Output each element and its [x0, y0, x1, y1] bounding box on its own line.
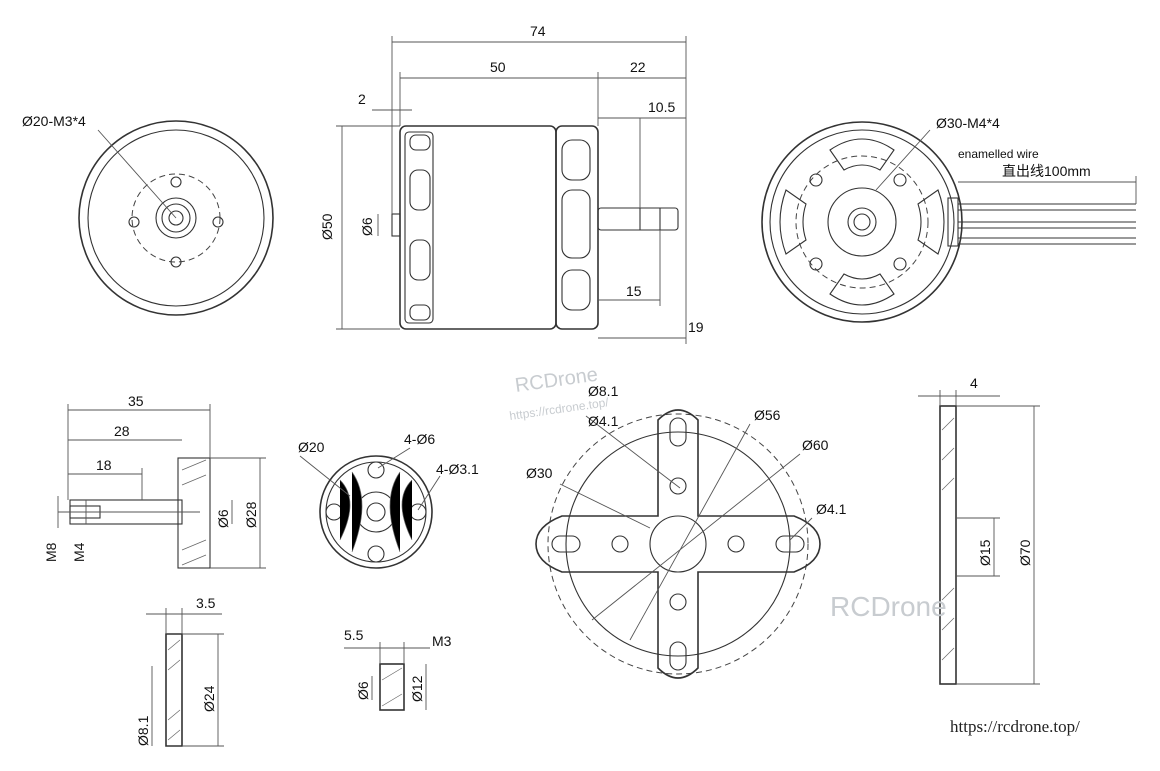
dim-dia-50: Ø50: [319, 213, 335, 240]
dim-10-5: 10.5: [648, 99, 675, 115]
dim-dia-6-side: Ø6: [359, 217, 375, 236]
mount-dia-4-1-right: Ø4.1: [816, 501, 847, 517]
wire-length-label: 直出线100mm: [1002, 163, 1091, 179]
rear-view: Ø30-M4*4 enamelled wire 直出线100mm: [761, 115, 1137, 323]
washer-dim-3-5: 3.5: [196, 595, 216, 611]
mount-dia-56: Ø56: [754, 407, 781, 423]
nut-dia-6: Ø6: [355, 681, 371, 700]
enamelled-wire-label: enamelled wire: [958, 147, 1039, 161]
nut-dia-12: Ø12: [409, 675, 425, 702]
prop-4-dia-6: 4-Ø6: [404, 431, 435, 447]
front-hole-pattern-label: Ø20-M3*4: [22, 113, 86, 129]
watermark-brand-right: RCDrone: [830, 591, 947, 622]
plate-dim-4: 4: [970, 375, 978, 391]
nut-thread-m3: M3: [432, 633, 452, 649]
prop-adapter-view: Ø20 4-Ø6 4-Ø3.1: [298, 431, 479, 569]
prop-4-dia-3-1: 4-Ø3.1: [436, 461, 479, 477]
shaft-dim-35: 35: [128, 393, 144, 409]
prop-dia-20: Ø20: [298, 439, 325, 455]
shaft-thread-m8: M8: [43, 542, 59, 562]
dim-22: 22: [630, 59, 646, 75]
nut-view: 5.5 M3 Ø6 Ø12: [344, 627, 452, 711]
shaft-collet-view: 35 28 18 M8 M4 Ø6 Ø28: [43, 393, 266, 569]
mount-dia-8-1: Ø8.1: [588, 383, 619, 399]
shaft-dim-28: 28: [114, 423, 130, 439]
mount-dia-4-1-top: Ø4.1: [588, 413, 619, 429]
shaft-dim-18: 18: [96, 457, 112, 473]
plate-dia-70: Ø70: [1017, 539, 1033, 566]
cross-mount-view: Ø8.1 Ø4.1 Ø56 Ø60 Ø30 Ø4.1: [526, 383, 847, 679]
dim-74: 74: [530, 23, 546, 39]
side-view: 74 50 22 2 10.5 Ø50 Ø6 15 19: [319, 23, 704, 344]
corner-url: https://rcdrone.top/: [950, 717, 1080, 736]
shaft-dia-28: Ø28: [243, 501, 259, 528]
dim-2: 2: [358, 91, 366, 107]
plate-dia-15: Ø15: [977, 539, 993, 566]
front-view: Ø20-M3*4: [22, 113, 274, 316]
mount-dia-60: Ø60: [802, 437, 829, 453]
nut-dim-5-5: 5.5: [344, 627, 364, 643]
shaft-dia-6: Ø6: [215, 509, 231, 528]
rear-hole-pattern-label: Ø30-M4*4: [936, 115, 1000, 131]
dim-15: 15: [626, 283, 642, 299]
dim-50: 50: [490, 59, 506, 75]
washer-view: 3.5 Ø24 Ø8.1: [135, 595, 224, 747]
watermark-brand-center: RCDrone: [514, 364, 600, 397]
mount-plate-side-view: 4 Ø15 Ø70: [918, 375, 1040, 685]
dim-19: 19: [688, 319, 704, 335]
mount-dia-30: Ø30: [526, 465, 553, 481]
washer-dia-24: Ø24: [201, 685, 217, 712]
washer-dia-8-1: Ø8.1: [135, 715, 151, 746]
shaft-thread-m4: M4: [71, 542, 87, 562]
